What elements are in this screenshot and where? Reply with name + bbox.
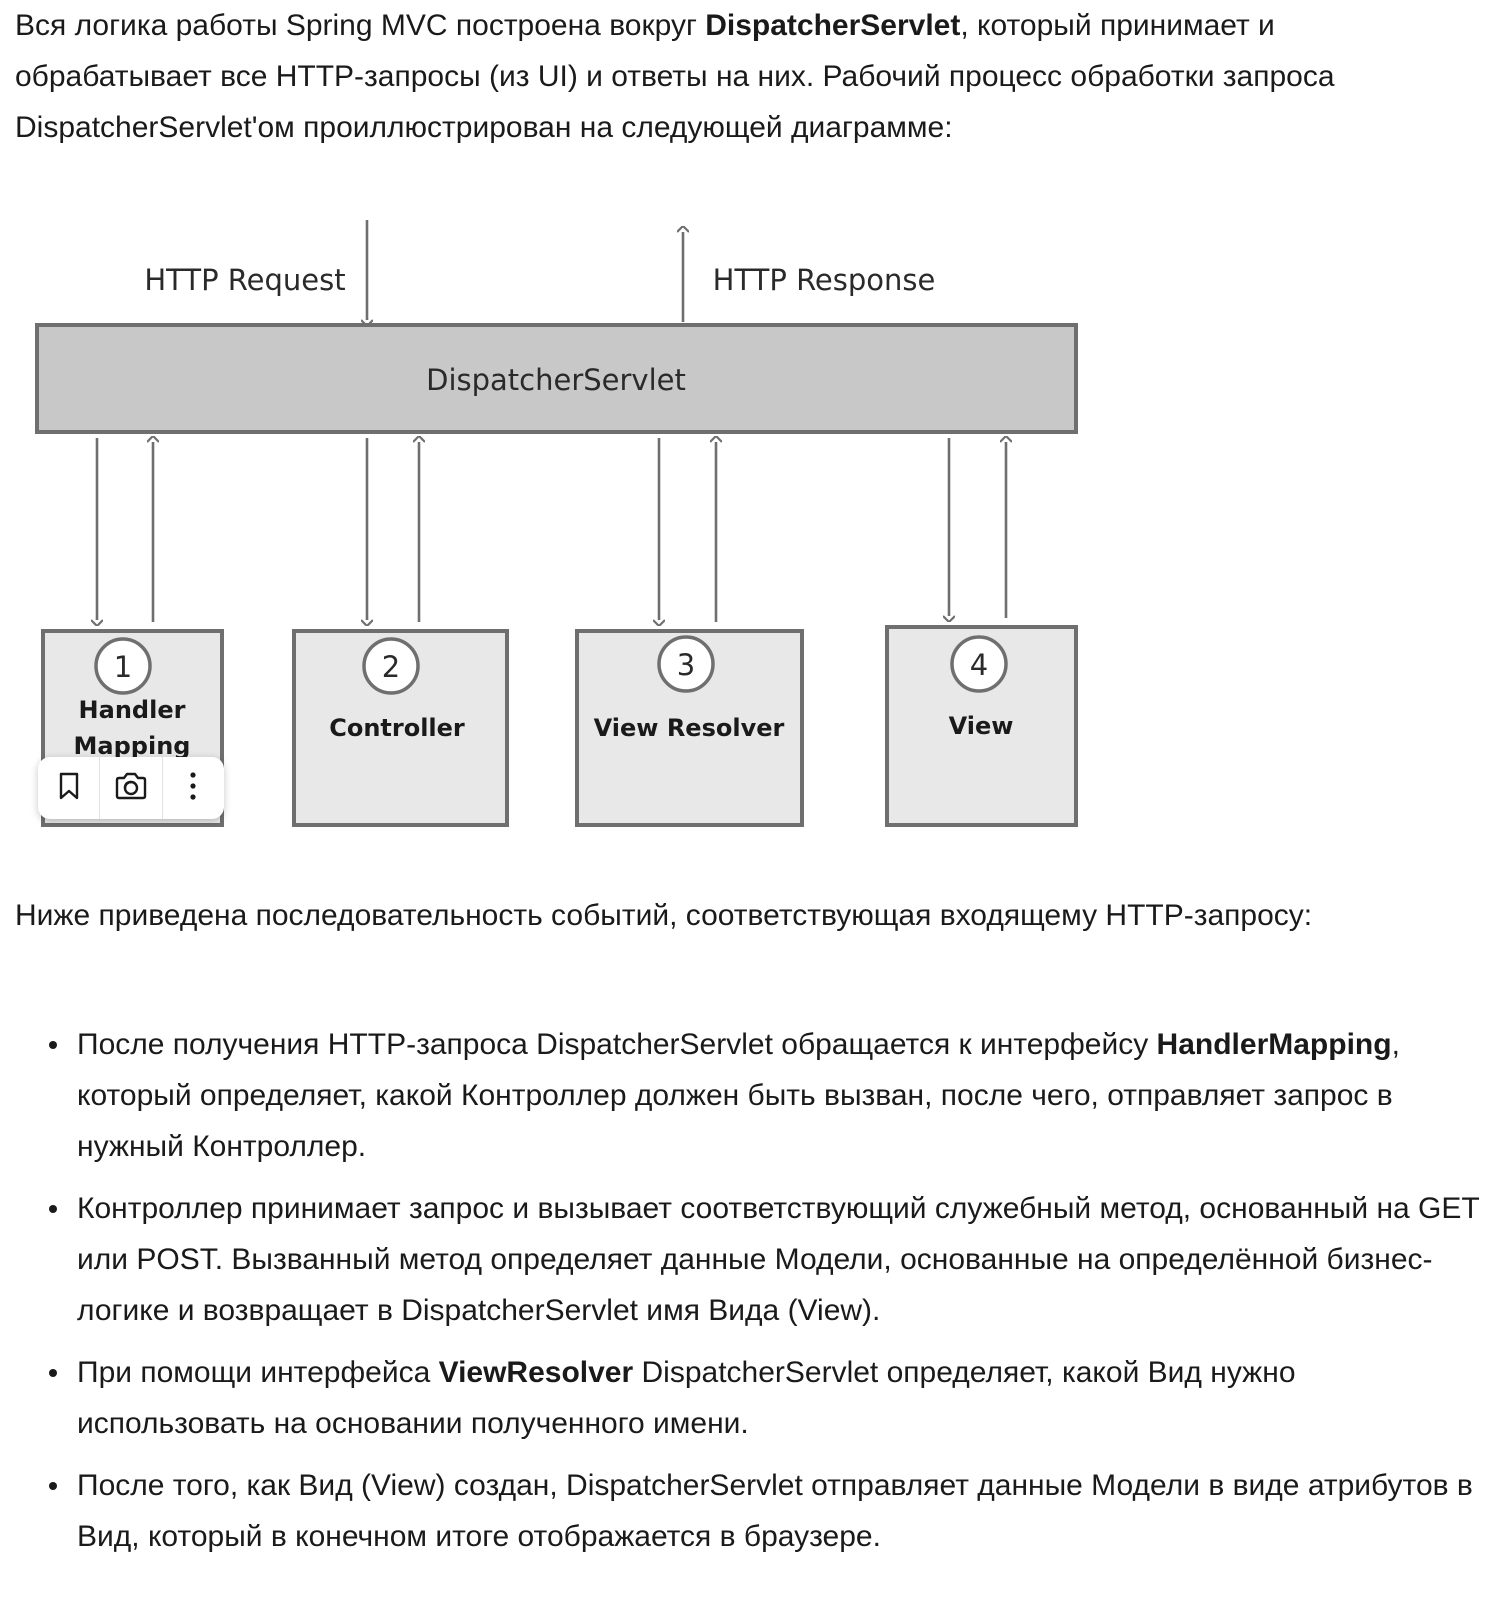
more-vertical-icon: [189, 771, 197, 806]
more-options-button[interactable]: [163, 757, 224, 819]
list-item: При помощи интерфейса ViewResolver Dispa…: [0, 1347, 1480, 1449]
view-resolver-label: View Resolver: [594, 714, 785, 742]
camera-icon: [114, 772, 148, 805]
image-toolbar: [38, 757, 224, 819]
step-4-text: После того, как Вид (View) создан, Dispa…: [77, 1469, 1473, 1553]
step-3-circle: [657, 635, 715, 693]
step-1-bold: HandlerMapping: [1156, 1028, 1392, 1061]
toolbar-divider: [161, 757, 163, 819]
http-request-label: HTTP Request: [144, 263, 345, 297]
step-4-circle: [950, 635, 1008, 693]
step-1-text-before: После получения HTTP-запроса DispatcherS…: [77, 1028, 1157, 1061]
step-2-text: Контроллер принимает запрос и вызывает с…: [77, 1192, 1480, 1327]
dispatcher-servlet-box: [35, 323, 1078, 434]
step-3-bold: ViewResolver: [438, 1356, 634, 1389]
step-3-number: 3: [677, 648, 695, 682]
spring-mvc-diagram: HTTP Request HTTP Response DispatcherSer…: [0, 200, 1120, 860]
sequence-intro: Ниже приведена последовательность событи…: [15, 899, 1313, 932]
step-1-circle: [94, 637, 152, 695]
list-item: После получения HTTP-запроса DispatcherS…: [0, 1019, 1480, 1172]
step-3-text-before: При помощи интерфейса: [77, 1356, 439, 1389]
bookmark-button[interactable]: [38, 757, 99, 819]
step-4-number: 4: [970, 648, 988, 682]
dispatcher-servlet-label: DispatcherServlet: [426, 363, 686, 397]
step-1-text-after: , который определяет, какой Контроллер д…: [77, 1028, 1400, 1163]
controller-label: Controller: [329, 714, 465, 742]
bookmark-icon: [57, 772, 81, 805]
view-label: View: [949, 712, 1014, 740]
http-response-label: HTTP Response: [713, 263, 936, 297]
intro-text-2: , который принимает и обрабатывает все H…: [15, 9, 1335, 144]
intro-paragraph: Вся логика работы Spring MVC построена в…: [15, 0, 1475, 153]
intro-bold-dispatcher: DispatcherServlet: [705, 9, 961, 42]
list-item: После того, как Вид (View) создан, Dispa…: [0, 1460, 1480, 1562]
toolbar-divider: [99, 757, 101, 819]
intro-text-1: Вся логика работы Spring MVC построена в…: [15, 9, 706, 42]
steps-list: После получения HTTP-запроса DispatcherS…: [0, 1019, 1480, 1573]
step-2-number: 2: [382, 650, 400, 684]
list-item: Контроллер принимает запрос и вызывает с…: [0, 1183, 1480, 1336]
step-1-number: 1: [114, 650, 132, 684]
camera-button[interactable]: [100, 757, 161, 819]
handler-mapping-label-line2: Mapping: [74, 732, 191, 760]
handler-mapping-label-line1: Handler: [79, 696, 186, 724]
step-2-circle: [362, 637, 420, 695]
step-3-text-after: DispatcherServlet определяет, какой Вид …: [77, 1356, 1296, 1440]
